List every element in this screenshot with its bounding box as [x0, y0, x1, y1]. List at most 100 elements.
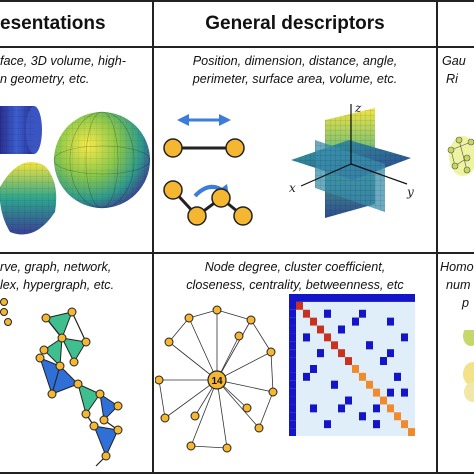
network-node	[234, 331, 244, 341]
caption-top-left-1: face, 3D volume, high-	[0, 54, 126, 68]
network-edge	[270, 351, 274, 393]
matrix-cell	[289, 365, 296, 373]
network-edge	[216, 379, 228, 449]
network-node	[268, 387, 278, 397]
matrix-cell	[289, 388, 296, 397]
matrix-cell	[401, 388, 408, 397]
simplex-blue	[77, 383, 101, 416]
matrix-cell	[289, 301, 296, 310]
network-node	[190, 411, 200, 421]
network-edge	[250, 319, 272, 353]
distance-angle-diagram	[163, 114, 253, 226]
matrix-cell	[289, 404, 296, 413]
caption-bot-right-1: Homot	[440, 260, 474, 274]
matrix-cell	[359, 372, 366, 381]
matrix-cell	[345, 396, 352, 405]
matrix-cell	[317, 325, 324, 334]
coordinate-planes: z x y	[289, 101, 414, 218]
matrix-cell	[289, 341, 296, 350]
simplex-blue	[99, 392, 119, 422]
matrix-cell	[310, 404, 317, 413]
network-edge	[216, 309, 252, 321]
network-edge	[190, 379, 218, 447]
matrix-cell	[289, 333, 296, 342]
simplex-green	[43, 337, 63, 368]
matrix-cell	[289, 412, 296, 421]
network-node	[222, 443, 232, 453]
matrix-cell	[394, 412, 401, 421]
network-node	[242, 403, 252, 413]
caption-bot-left-2: lex, hypergraph, etc.	[0, 278, 115, 292]
matrix-cell	[401, 333, 408, 342]
network-edge	[168, 341, 218, 381]
matrix-cell	[380, 357, 387, 365]
matrix-cell	[373, 420, 380, 429]
network-node	[212, 305, 222, 315]
matrix-cell	[289, 357, 296, 365]
distance-arrow	[177, 114, 231, 126]
matrix-cell	[289, 325, 296, 334]
network-graph: 14	[155, 305, 278, 453]
matrix-cell	[352, 365, 359, 373]
caption-bot-mid-2: closeness, centrality, betweenness, etc	[186, 278, 404, 292]
node	[211, 188, 231, 208]
network-edge	[190, 445, 228, 449]
caption-bot-left-1: rve, graph, network,	[0, 260, 112, 274]
simplex-blue	[51, 365, 79, 395]
matrix-cell	[408, 294, 415, 302]
hypergraph-diagram	[0, 298, 123, 467]
matrix-cell	[359, 294, 366, 302]
matrix-cell	[289, 396, 296, 405]
matrix-cell	[352, 294, 359, 302]
matrix-cell	[310, 294, 317, 302]
caption-bot-mid-1: Node degree, cluster coefficient,	[204, 260, 386, 274]
network-node	[254, 423, 264, 433]
matrix-cell	[408, 428, 415, 436]
matrix-cell	[289, 420, 296, 429]
caption-bot-right-3: p	[462, 296, 470, 310]
caption-top-mid-1: Position, dimension, distance, angle,	[192, 54, 398, 68]
matrix-cell	[289, 428, 296, 436]
homotopy-fragment	[463, 330, 474, 402]
node	[233, 206, 253, 226]
matrix-cell	[289, 372, 296, 381]
matrix-cell	[331, 294, 338, 302]
network-edge	[216, 379, 260, 429]
matrix-cell	[387, 388, 394, 397]
network-edge	[158, 379, 166, 419]
matrix-cell	[394, 372, 401, 381]
matrix-cell	[331, 380, 338, 389]
matrix-cell	[387, 404, 394, 413]
saddle-surface	[0, 162, 57, 235]
caption-top-mid-2: perimeter, surface area, volume, etc.	[192, 72, 398, 86]
axis-label-z: z	[354, 101, 362, 115]
sphere-shape	[53, 111, 151, 209]
network-edge	[258, 391, 274, 429]
node	[187, 206, 207, 226]
node	[163, 180, 183, 200]
matrix-cell	[373, 404, 380, 413]
matrix-cell	[324, 294, 331, 302]
matrix-cell	[310, 317, 317, 326]
matrix-cell	[310, 365, 317, 373]
matrix-cell	[338, 404, 345, 413]
matrix-cell	[296, 301, 303, 310]
matrix-cell	[317, 349, 324, 358]
matrix-cell	[345, 294, 352, 302]
matrix-cell	[303, 294, 310, 302]
network-node	[266, 347, 276, 357]
center-node-label: 14	[211, 376, 223, 387]
header-general-descriptors: General descriptors	[205, 13, 385, 34]
network-node	[186, 441, 196, 451]
matrix-cell	[289, 309, 296, 318]
matrix-cell	[338, 294, 345, 302]
network-edge	[188, 317, 218, 381]
matrix-cell	[303, 333, 310, 342]
network-node	[184, 313, 194, 323]
caption-top-right-2: Ri	[446, 72, 458, 86]
caption-top-left-2: n geometry, etc.	[0, 72, 90, 86]
matrix-cell	[289, 317, 296, 326]
matrix-cell	[401, 420, 408, 429]
